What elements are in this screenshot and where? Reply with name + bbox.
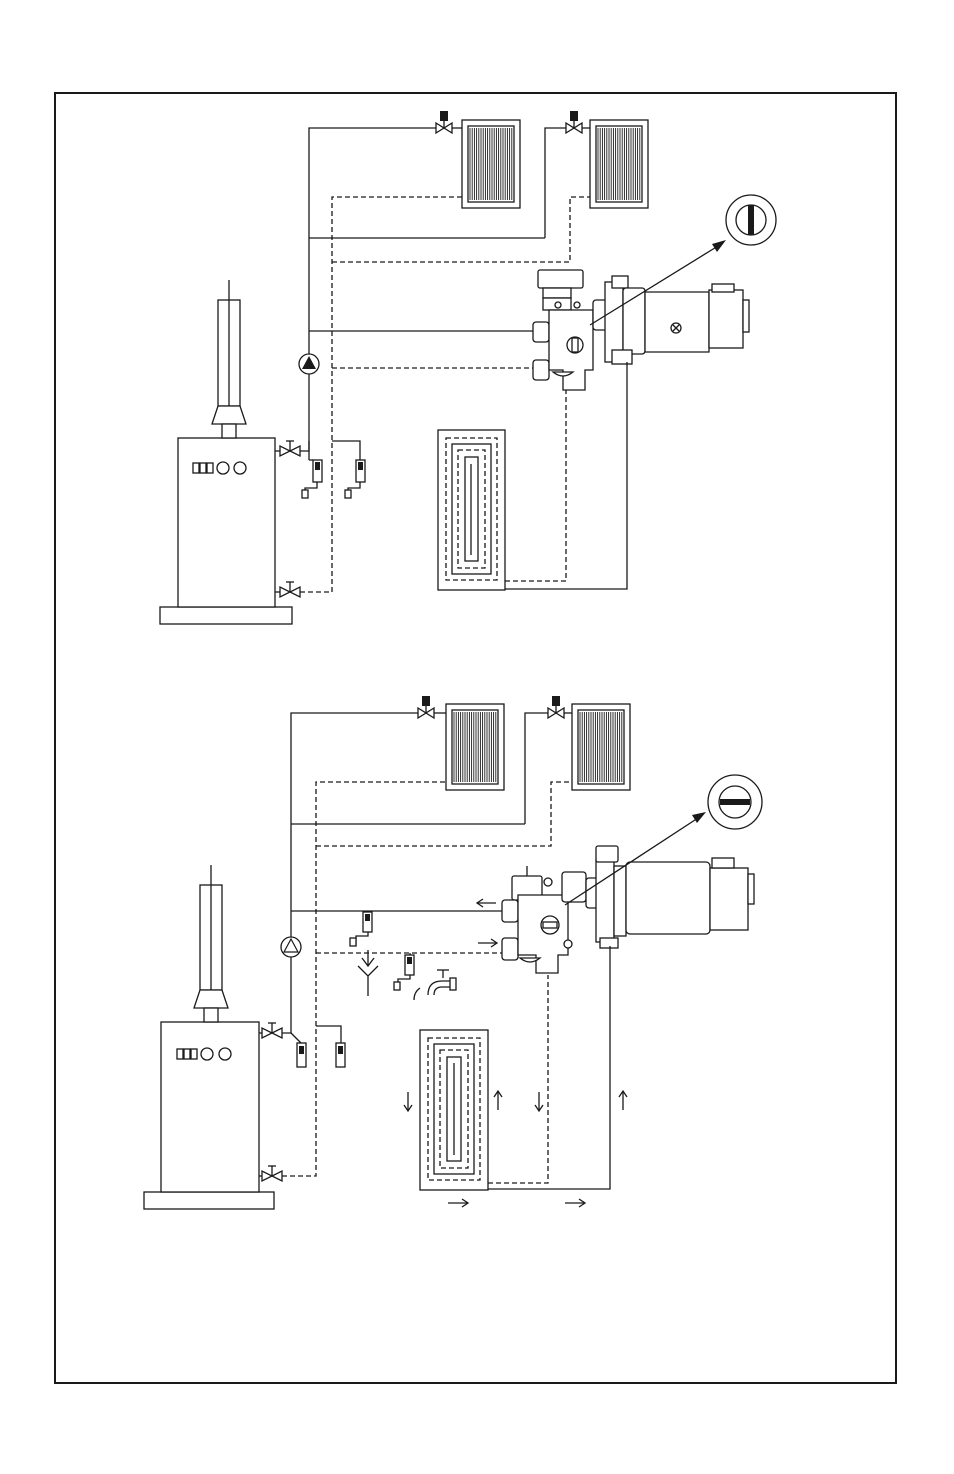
return-pipe-radiator2-lower [316,782,572,846]
isolation-valve-flow-upper [275,441,300,456]
air-vent-1-lower [291,1033,306,1067]
flow-arrow-up-loop-lower [494,1091,502,1110]
flow-arrow-down-left-lower [404,1092,412,1111]
underfloor-flow-pipe-upper [505,362,627,589]
flow-arrow-right-2-lower [565,1199,585,1207]
flow-pipe-main-upper [300,128,436,451]
air-vent-2-upper [332,441,365,498]
upper-panel [160,111,776,624]
flow-arrow-right-1-lower [448,1199,468,1207]
isolation-valve-return-lower [259,1166,282,1181]
underfloor-return-pipe-lower [488,975,548,1183]
flow-arrow-in-mixer-lower [478,939,497,947]
flow-pipe-radiator2-upper [545,128,566,238]
drain-funnel [358,966,378,976]
flow-pipe-radiator2-lower [525,713,548,824]
boiler-flue-pipe [212,280,246,438]
boiler-body [161,1022,259,1192]
thermostatic-valve-2-upper [566,111,590,133]
boiler-control-panel [177,1048,231,1060]
boiler-upper [160,280,292,624]
underfloor-return-pipe-upper [505,390,566,581]
thermostatic-valve-2-lower [548,696,572,718]
mixing-valve-assembly-upper [533,270,749,390]
underfloor-loop-lower [420,1030,488,1190]
pump-lower [281,937,301,957]
isolation-valve-flow-lower [259,1023,282,1038]
fill-valve-lower [394,953,456,1000]
mixing-valve-assembly-lower [502,846,754,973]
air-vent-1-upper [302,441,322,498]
flow-arrow-out-mixer-lower [477,899,496,907]
flow-arrow-up-flow-lower [619,1091,627,1110]
boiler-lower [144,865,274,1209]
boiler-base [160,607,292,624]
underfloor-loop-upper [438,430,505,590]
thermostatic-valve-1-upper [436,111,462,133]
isolation-valve-return-upper [275,582,300,597]
underfloor-flow-pipe-lower [488,946,610,1189]
pump-upper [299,354,319,374]
boiler-base [144,1192,274,1209]
return-pipe-radiator2-upper [332,197,590,262]
boiler-control-panel [193,462,246,474]
lower-panel [144,696,762,1209]
boiler-flue-pipe [194,865,228,1022]
flow-arrow-down-return-lower [535,1092,543,1111]
thermostatic-valve-1-lower [418,696,446,718]
air-vent-2-lower [316,1026,345,1067]
